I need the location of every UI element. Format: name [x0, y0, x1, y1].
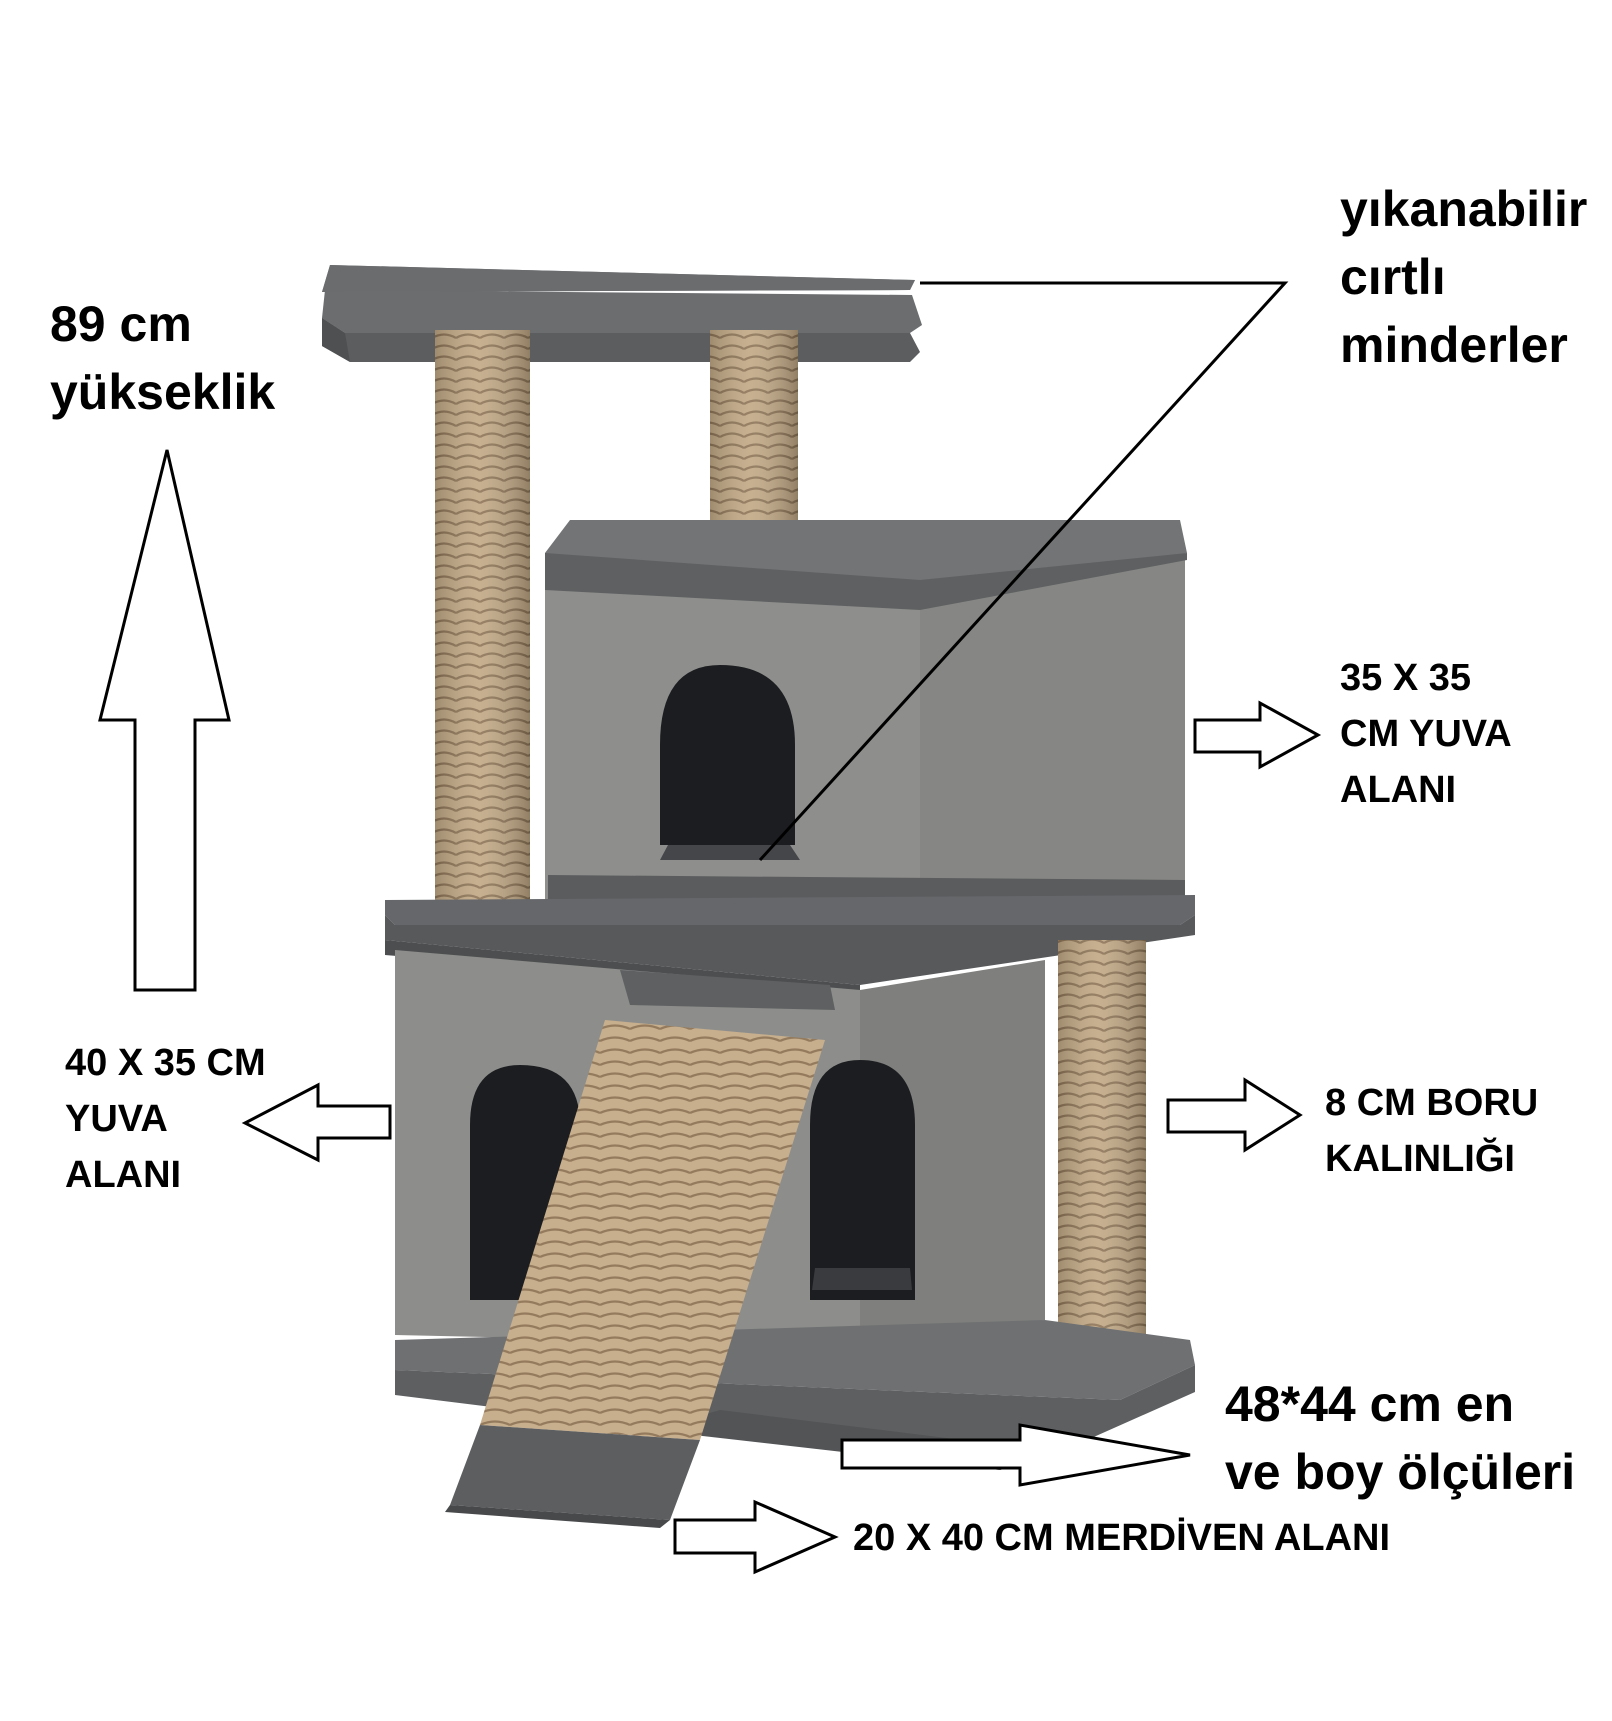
sisal-post-back-right	[710, 330, 798, 525]
ramp-label: 20 X 40 CM MERDİVEN ALANI	[853, 1517, 1391, 1559]
pipe-label-line-1: 8 CM BORU	[1325, 1082, 1539, 1124]
cushions-label-line-2: cırtlı	[1340, 249, 1446, 305]
pipe-arrow-icon	[1166, 1077, 1303, 1153]
upper-nest-label-line-3: ALANI	[1340, 769, 1457, 811]
height-label: 89 cm yükseklik	[50, 290, 275, 426]
base-label-line-2: ve boy ölçüleri	[1225, 1444, 1576, 1500]
lower-nest-arrow-icon	[241, 1082, 392, 1163]
ramp-arrow-icon	[673, 1499, 839, 1575]
pipe-label: 8 CM BORU KALINLIĞI	[1325, 1075, 1538, 1187]
scratching-ramp	[445, 970, 835, 1528]
top-perch	[322, 265, 922, 362]
height-arrow-icon	[98, 449, 231, 992]
upper-condo	[545, 520, 1187, 905]
sisal-post-front-right	[1058, 940, 1146, 1335]
height-label-line-2: yükseklik	[50, 364, 276, 420]
lower-nest-label: 40 X 35 CM YUVA ALANI	[65, 1035, 266, 1203]
cushions-label-line-1: yıkanabilir	[1340, 181, 1588, 237]
cushions-label-line-3: minderler	[1340, 317, 1568, 373]
cushions-label: yıkanabilir cırtlı minderler	[1340, 175, 1587, 379]
upper-nest-label-line-2: CM YUVA	[1340, 713, 1512, 755]
base-label: 48*44 cm en ve boy ölçüleri	[1225, 1370, 1575, 1506]
base-arrow-icon	[840, 1423, 1191, 1487]
lower-nest-label-line-1: 40 X 35 CM	[65, 1042, 266, 1084]
upper-nest-label-line-1: 35 X 35	[1340, 657, 1471, 699]
cushion-leader-lines	[758, 281, 1289, 862]
sisal-post-back-left	[435, 330, 530, 900]
base-label-line-1: 48*44 cm en	[1225, 1376, 1515, 1432]
upper-nest-label: 35 X 35 CM YUVA ALANI	[1340, 650, 1512, 818]
upper-nest-arrow-icon	[1193, 700, 1322, 770]
height-label-line-1: 89 cm	[50, 296, 192, 352]
lower-nest-label-line-3: ALANI	[65, 1154, 182, 1196]
pipe-label-line-2: KALINLIĞI	[1325, 1138, 1515, 1180]
lower-nest-label-line-2: YUVA	[65, 1098, 168, 1140]
